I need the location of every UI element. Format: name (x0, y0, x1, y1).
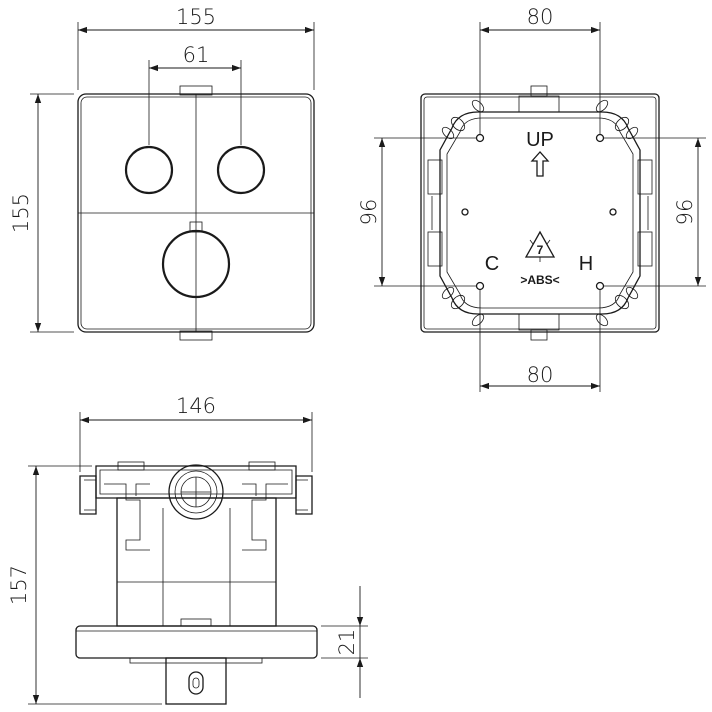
mounting-hole (475, 281, 485, 291)
plate-depth-dim: 21 (335, 629, 359, 656)
mounting-hole (609, 208, 617, 216)
up-label: UP (526, 129, 554, 151)
cold-label: C (485, 253, 499, 275)
side-view: 146 157 21 (7, 394, 368, 705)
material-label: >ABS< (520, 273, 559, 287)
button-spacing-dim: 61 (183, 43, 210, 67)
mounting-box-frame (420, 93, 660, 333)
mounting-hole (475, 133, 485, 143)
corner-slot-bottom-left (441, 286, 485, 327)
back-right-height-dim: 96 (673, 199, 697, 226)
left-push-button (124, 145, 174, 195)
back-view: UP 7 >ABS< C H 80 80 96 96 (357, 5, 706, 392)
side-width-dim: 146 (176, 394, 216, 418)
back-top-width-dim: 80 (527, 5, 554, 29)
mounting-hole (595, 281, 605, 291)
mounting-hole (595, 133, 605, 143)
hot-label: H (579, 253, 593, 275)
thermostat-knob (161, 229, 231, 299)
recycle-number: 7 (537, 243, 544, 257)
central-port (168, 464, 224, 520)
back-bottom-width-dim: 80 (527, 363, 554, 387)
side-knob (165, 657, 227, 705)
recycle-icon (524, 230, 556, 262)
front-height-dim: 155 (9, 193, 33, 233)
corner-slot-bottom-right (595, 286, 639, 327)
mounting-hole (461, 208, 469, 216)
side-total-height-dim: 157 (7, 565, 31, 605)
front-width-dim: 155 (176, 5, 216, 29)
front-view: 155 61 155 (9, 5, 315, 341)
right-push-button (216, 145, 266, 195)
back-left-height-dim: 96 (357, 199, 381, 226)
up-arrow-icon (530, 151, 550, 177)
